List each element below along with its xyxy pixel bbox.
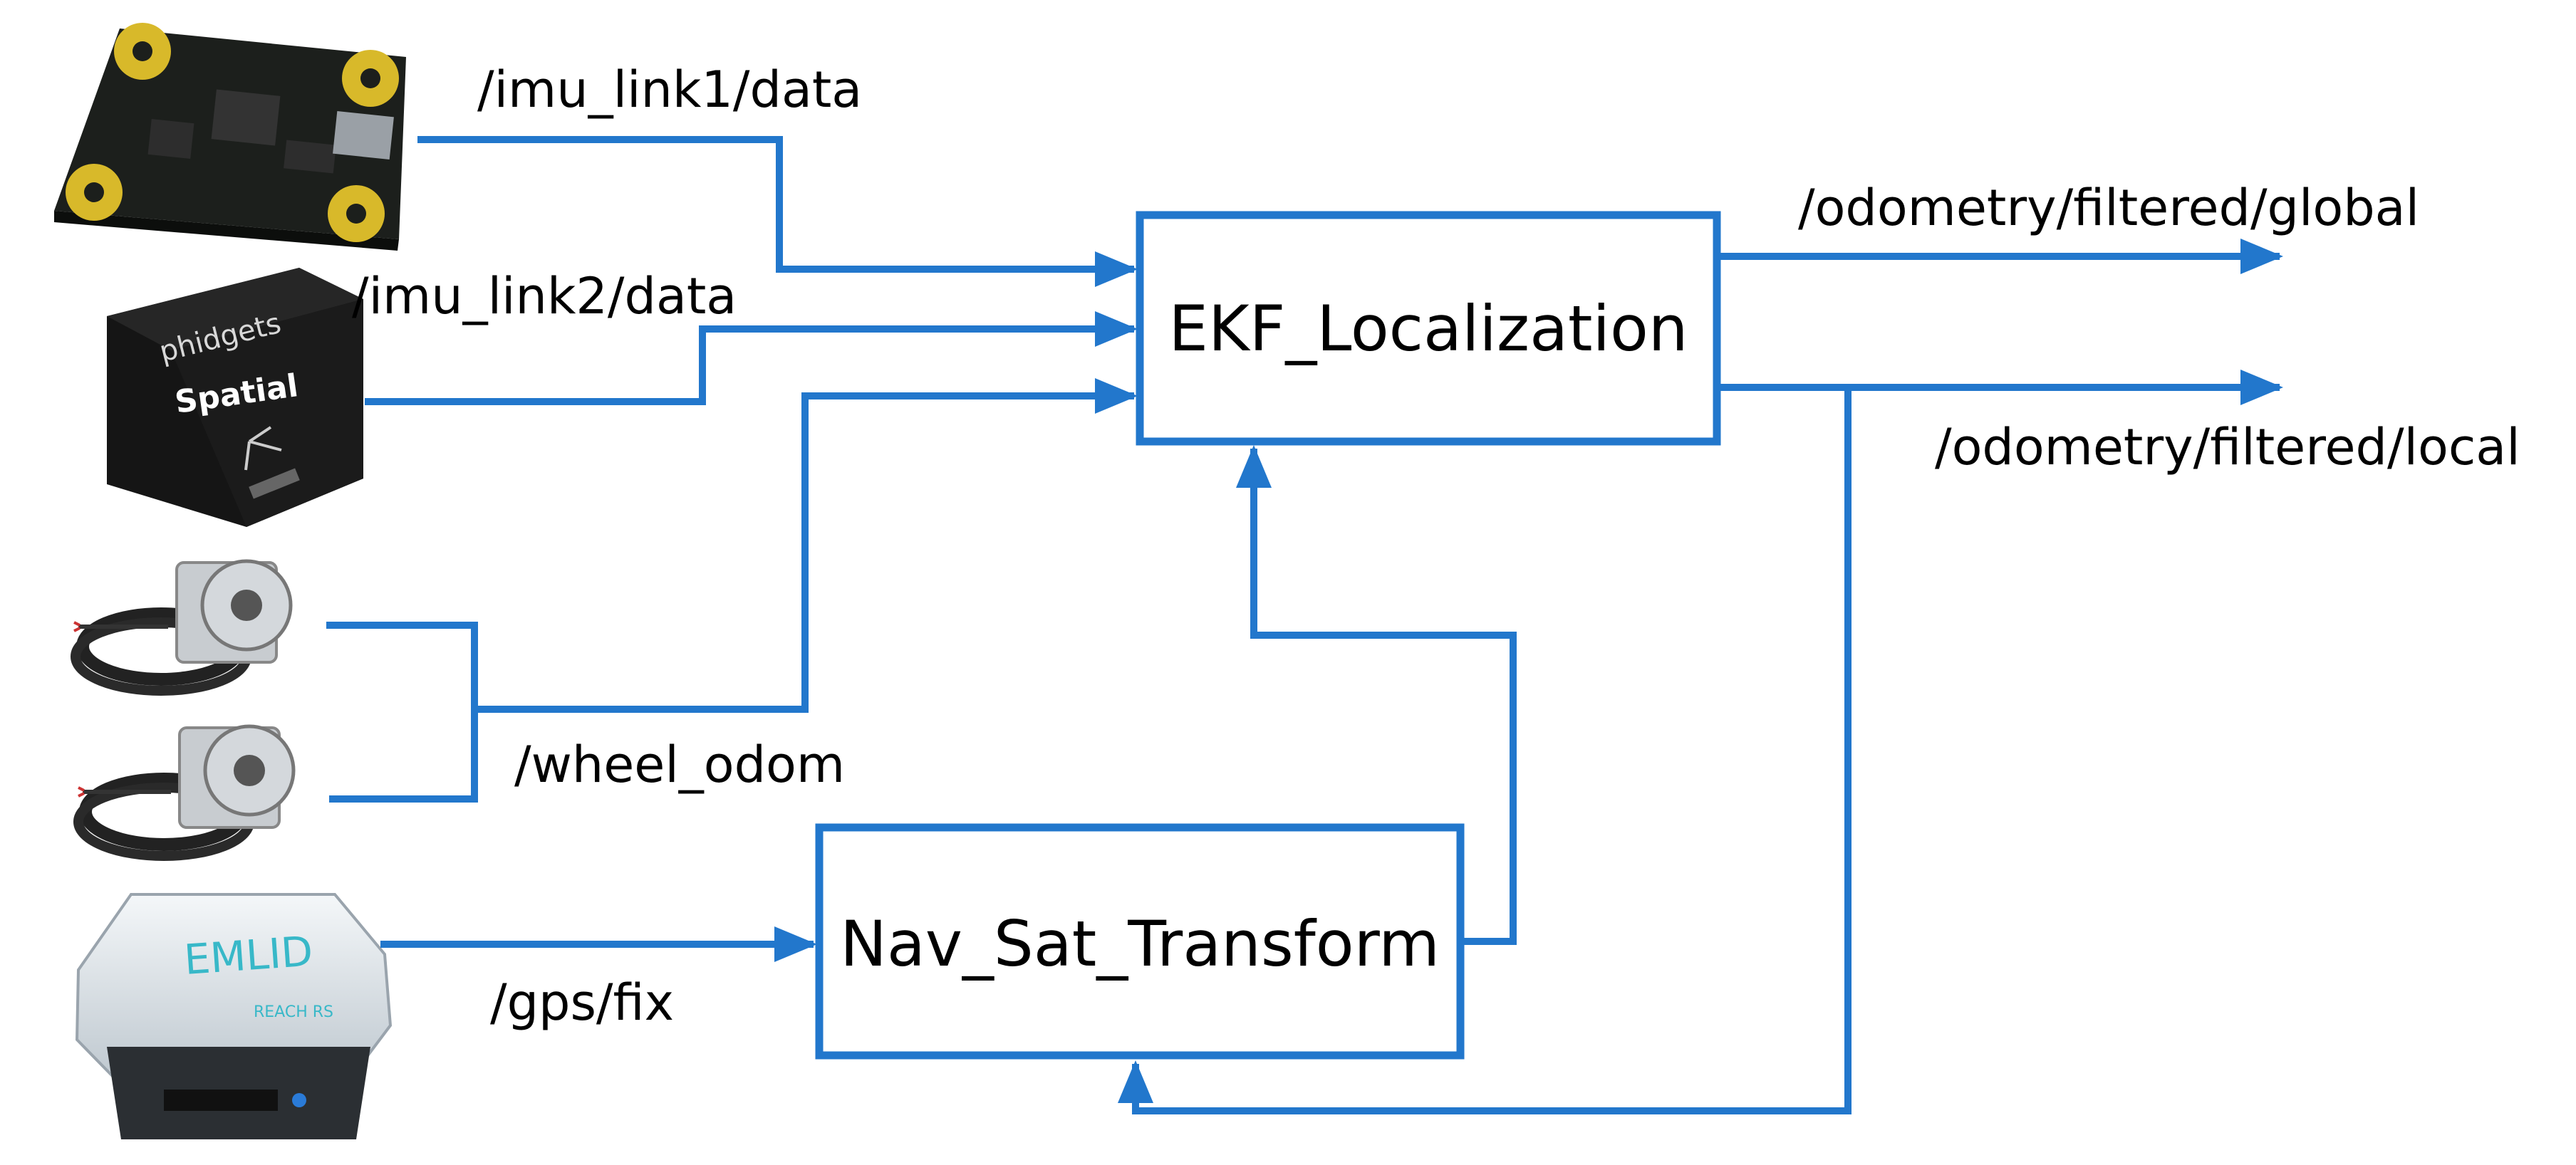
navsat-to-ekf-arrow — [1236, 445, 1517, 945]
imu-board-1-image — [54, 23, 406, 251]
nav-sat-transform-label: Nav_Sat_Transform — [840, 907, 1440, 981]
imu2-topic-label: /imu_link2/data — [352, 267, 737, 325]
imu2-to-ekf-arrow — [365, 311, 1138, 405]
nav-sat-transform-node: Nav_Sat_Transform — [815, 823, 1465, 1060]
reach-model-text: REACH RS — [254, 1003, 333, 1021]
local-feedback-to-navsat-arrow — [1118, 387, 1852, 1114]
emlid-logo-text: EMLID — [182, 927, 314, 984]
wheel-encoder-2-image — [73, 724, 296, 861]
gps-receiver-image: EMLID REACH RS — [75, 893, 393, 1139]
gps-topic-label: /gps/fix — [490, 973, 674, 1032]
imu-spatial-image: phidgets Spatial — [107, 268, 363, 527]
ekf-localization-node: EKF_Localization — [1136, 211, 1721, 446]
wheel-odom-topic-label: /wheel_odom — [514, 736, 845, 794]
imu1-to-ekf-arrow — [417, 136, 1138, 287]
imu1-topic-label: /imu_link1/data — [477, 61, 862, 119]
wheel-encoder-1-image — [71, 559, 293, 696]
wheel-odom-bracket — [326, 622, 478, 803]
wheel-odom-to-ekf-arrow — [474, 378, 1138, 713]
global-odometry-topic-label: /odometry/filtered/global — [1798, 179, 2419, 237]
ekf-localization-label: EKF_Localization — [1168, 292, 1688, 365]
local-odometry-topic-label: /odometry/filtered/local — [1935, 418, 2520, 476]
